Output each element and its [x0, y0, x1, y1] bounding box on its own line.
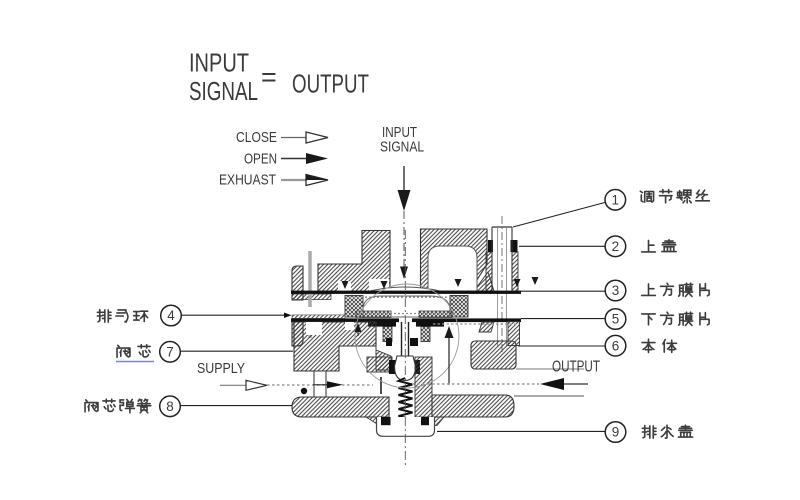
- svg-text:OUTPUT: OUTPUT: [552, 359, 600, 376]
- svg-text:SIGNAL: SIGNAL: [380, 139, 424, 156]
- svg-text:6: 6: [612, 338, 620, 353]
- svg-text:7: 7: [166, 345, 174, 360]
- svg-text:9: 9: [612, 425, 620, 440]
- svg-text:OUTPUT: OUTPUT: [292, 69, 369, 99]
- svg-text:SUPPLY: SUPPLY: [197, 360, 245, 377]
- svg-text:8: 8: [166, 399, 174, 414]
- svg-text:1: 1: [612, 193, 620, 208]
- svg-text:EXHUAST: EXHUAST: [219, 173, 276, 189]
- svg-text:3: 3: [612, 283, 620, 298]
- svg-text:5: 5: [612, 312, 620, 327]
- svg-text:OPEN: OPEN: [244, 152, 277, 168]
- svg-text:=: =: [261, 62, 277, 92]
- svg-text:4: 4: [167, 308, 175, 323]
- svg-text:INPUT: INPUT: [189, 48, 249, 78]
- svg-text:CLOSE: CLOSE: [236, 130, 277, 146]
- svg-text:INPUT: INPUT: [382, 124, 417, 141]
- svg-text:2: 2: [612, 239, 620, 254]
- svg-text:SIGNAL: SIGNAL: [189, 76, 258, 106]
